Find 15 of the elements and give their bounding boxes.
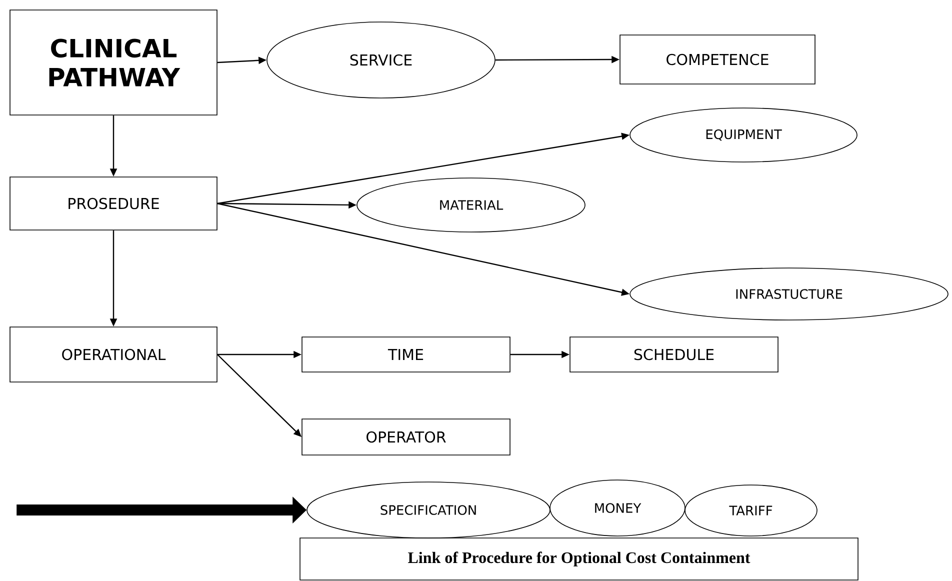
oval-node: SERVICE	[266, 22, 496, 98]
title-box: CLINICAL PATHWAY	[10, 10, 218, 116]
process-box: PROSEDURE	[10, 176, 218, 230]
oval-node: EQUIPMENT	[630, 108, 858, 162]
caption-box: Link of Procedure for Optional Cost Containment	[300, 538, 858, 580]
oval-node: MONEY	[550, 480, 686, 536]
process-box: SCHEDULE	[570, 336, 778, 372]
oval-node: INFRASTUCTURE	[630, 268, 948, 320]
process-box: COMPETENCE	[620, 34, 816, 84]
oval-node: MATERIAL	[356, 178, 586, 232]
process-box: TIME	[302, 336, 510, 372]
process-box: OPERATOR	[302, 418, 510, 456]
oval-node: TARIFF	[684, 484, 818, 536]
oval-node: SPECIFICATION	[306, 482, 550, 538]
process-box: OPERATIONAL	[10, 326, 218, 382]
